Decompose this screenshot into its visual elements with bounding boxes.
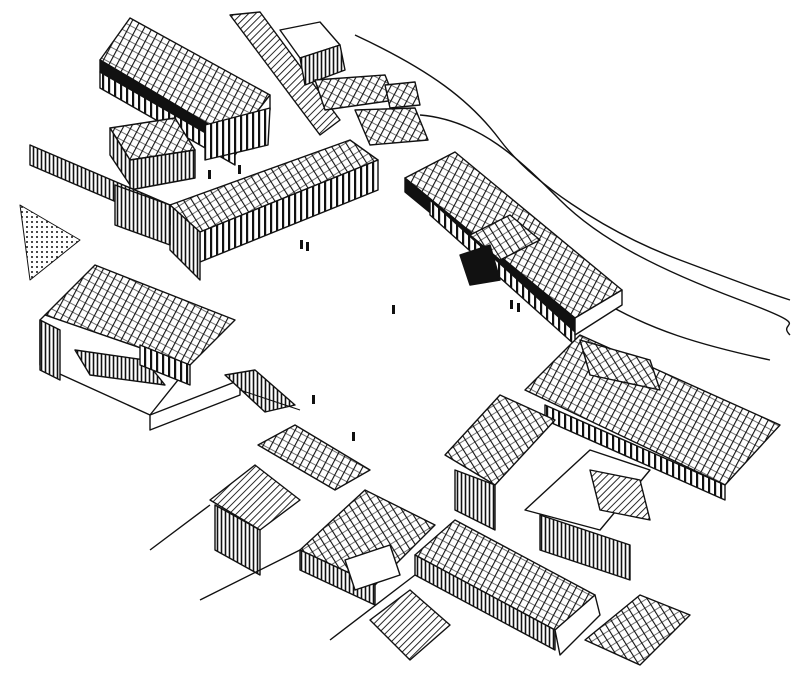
stoa-east — [404, 151, 623, 346]
houses-south — [149, 424, 451, 661]
road-northeast — [354, 34, 791, 361]
building-west-courtyard — [39, 264, 296, 431]
rooms-north — [229, 11, 429, 146]
stoa-north — [29, 139, 379, 281]
complex-southeast — [444, 334, 781, 581]
temple-northwest — [99, 17, 271, 191]
figures — [208, 165, 520, 441]
stoa-south — [414, 519, 691, 666]
open-square — [19, 204, 301, 411]
